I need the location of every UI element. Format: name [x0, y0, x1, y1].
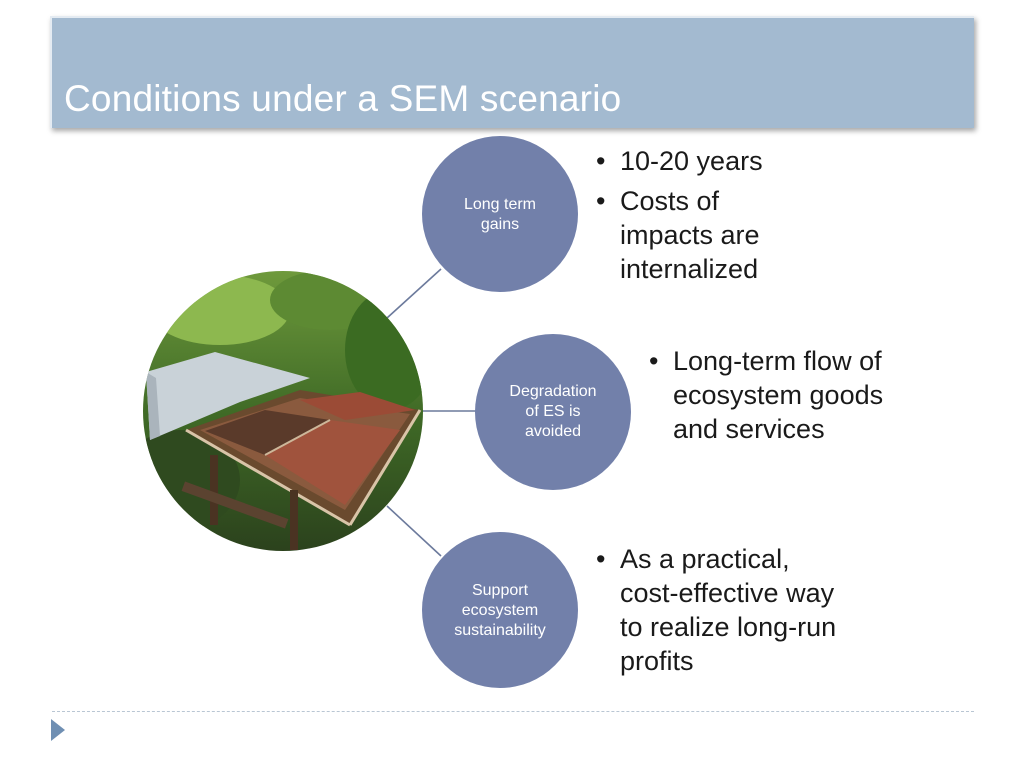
- node-label-line: ecosystem: [461, 602, 539, 619]
- connector-1: [386, 268, 442, 319]
- connector-3: [386, 505, 442, 557]
- node-label-line: Degradation: [509, 383, 597, 400]
- node-circle-degradation-avoided: [475, 334, 631, 490]
- node-label-long-term-gains: Long term gains: [440, 195, 560, 235]
- bullet-item: Costs of impacts are internalized: [592, 184, 802, 286]
- node-label-degradation-avoided: Degradation of ES is avoided: [493, 382, 613, 442]
- footer-divider: [52, 711, 974, 712]
- node-label-line: sustainability: [454, 622, 546, 639]
- bullet-item: 10-20 years: [592, 144, 802, 178]
- bullet-item: Long-term flow of ecosystem goods and se…: [645, 344, 895, 446]
- node-circle-support-sustainability: [422, 532, 578, 688]
- node-label-line: avoided: [524, 423, 582, 440]
- node-label-line: gains: [480, 216, 520, 233]
- bullet-list-degradation-avoided: Long-term flow of ecosystem goods and se…: [645, 344, 895, 452]
- title-bar: Conditions under a SEM scenario: [50, 16, 974, 128]
- node-label-line: of ES is: [525, 403, 581, 420]
- slide-title: Conditions under a SEM scenario: [64, 78, 622, 119]
- node-label-support-sustainability: Support ecosystem sustainability: [440, 581, 560, 641]
- bullet-item: As a practical, cost-effective way to re…: [592, 542, 842, 678]
- bullet-list-support-sustainability: As a practical, cost-effective way to re…: [592, 542, 842, 684]
- node-circle-long-term-gains: [422, 136, 578, 292]
- next-slide-arrow-icon[interactable]: [51, 719, 65, 741]
- bullet-list-long-term-gains: 10-20 years Costs of impacts are interna…: [592, 144, 802, 292]
- node-label-line: Long term: [463, 196, 537, 213]
- node-label-line: Support: [471, 582, 529, 599]
- coffee-drying-bed-photo: [143, 271, 423, 551]
